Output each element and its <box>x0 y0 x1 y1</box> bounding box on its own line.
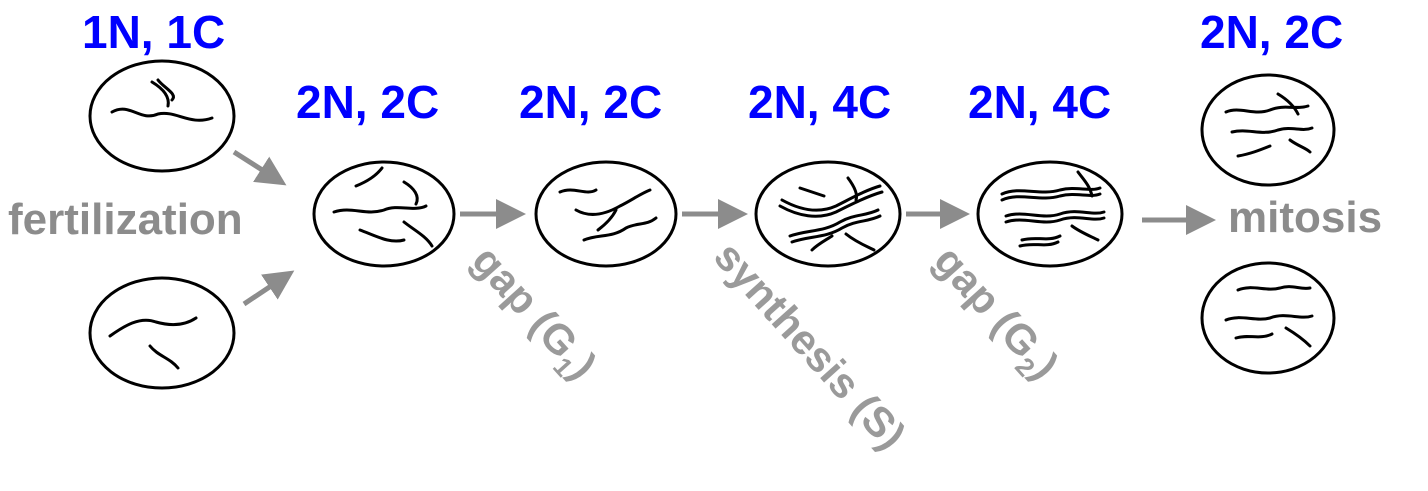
s-ploidy-label: 2N, 4C <box>748 76 891 128</box>
g2-ploidy-label: 2N, 4C <box>968 76 1111 128</box>
s-phase-cell <box>754 160 902 268</box>
fertilization-arrow-top <box>232 149 287 186</box>
g1-ploidy-label: 2N, 2C <box>519 76 662 128</box>
fertilization-label: fertilization <box>8 195 243 244</box>
daughters-ploidy-label: 2N, 2C <box>1200 6 1343 58</box>
daughter-cell-top <box>1200 73 1336 187</box>
svg-text:synthesis (S): synthesis (S) <box>705 233 915 459</box>
synthesis-label: synthesis (S) <box>705 233 915 459</box>
gamete-ploidy-label: 1N, 1C <box>82 6 225 58</box>
gamete-cell-top <box>88 59 236 173</box>
fertilization-arrow-bottom <box>242 270 295 307</box>
zygote-ploidy-label: 2N, 2C <box>296 76 439 128</box>
mitosis-label: mitosis <box>1228 193 1382 242</box>
gamete-cell-bottom <box>88 276 236 390</box>
daughter-cell-bottom <box>1200 261 1336 375</box>
g2-cell <box>976 160 1124 268</box>
zygote-cell <box>312 160 456 268</box>
g1-cell <box>534 160 678 268</box>
